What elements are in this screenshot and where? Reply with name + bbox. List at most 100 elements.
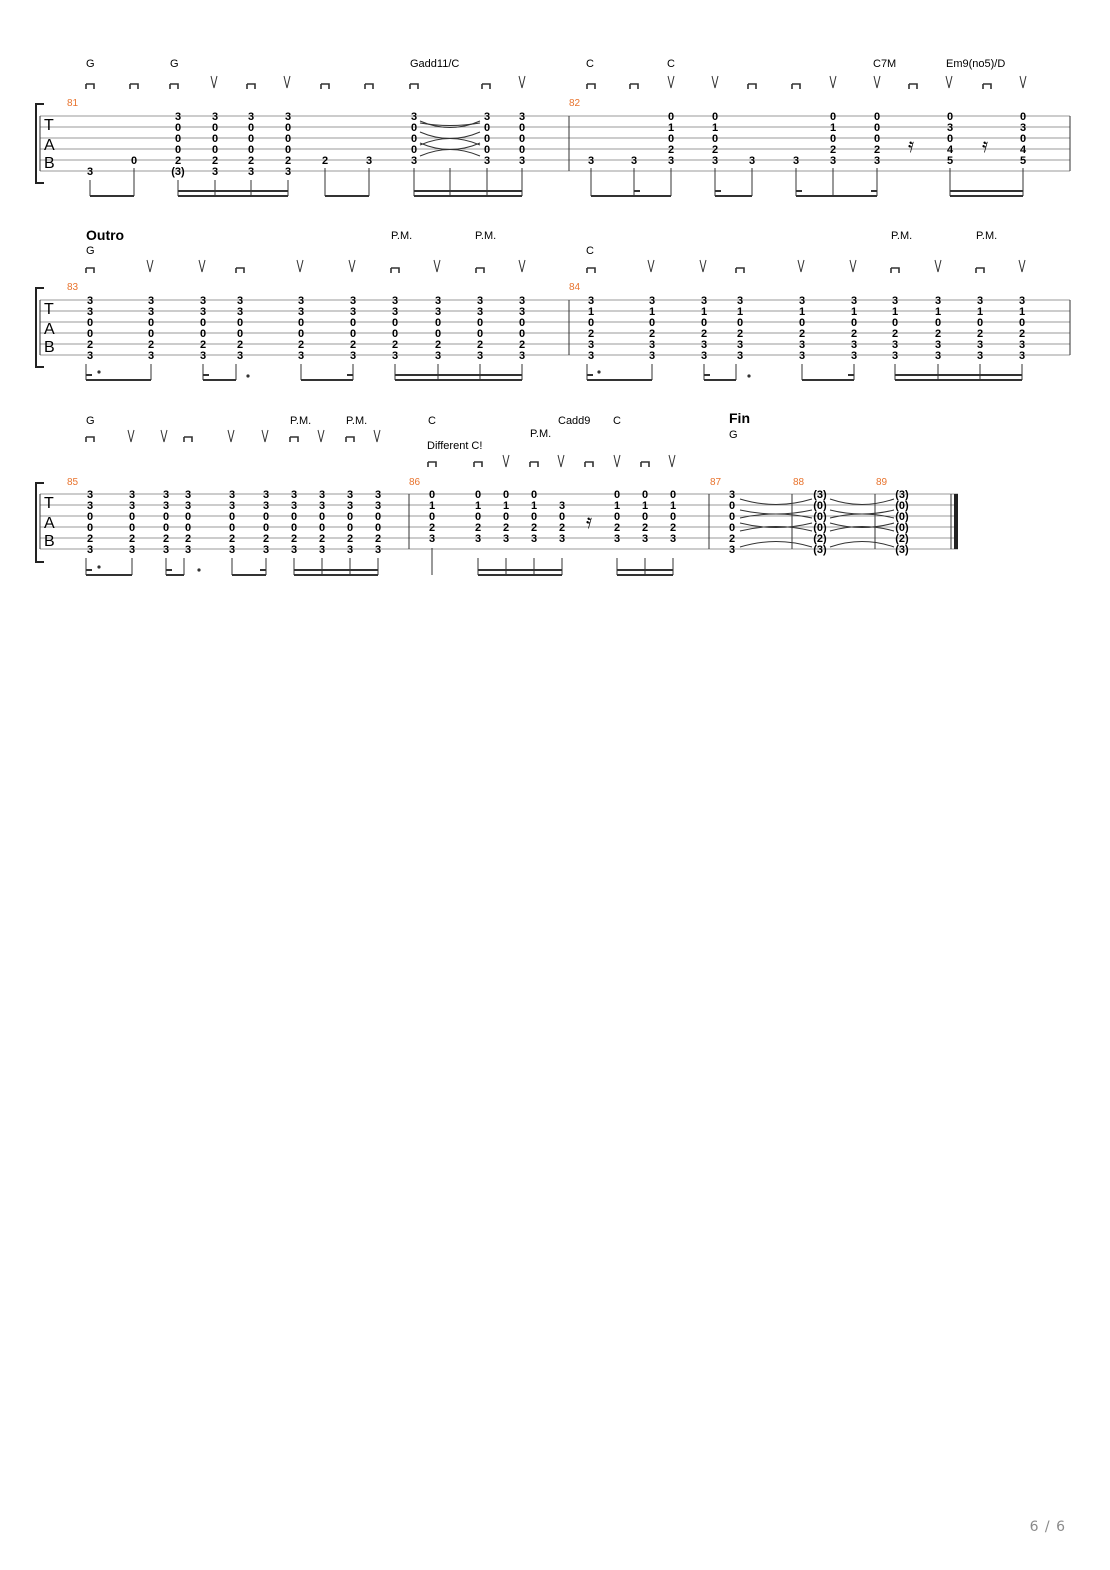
palm-mute-label: P.M. [891, 230, 912, 242]
measure-number: 86 [409, 477, 421, 488]
up-strum-icon [613, 454, 621, 468]
fret-number: 3 [298, 295, 304, 307]
fret-number: 0 [642, 489, 648, 501]
fret-number: 3 [347, 544, 353, 556]
fret-number: 3 [87, 500, 93, 512]
fret-number: 0 [248, 144, 254, 156]
fret-number: 3 [129, 500, 135, 512]
fret-number: 3 [519, 295, 525, 307]
measure-number: 85 [67, 477, 79, 488]
fret-number: 0 [163, 511, 169, 523]
down-strum-icon [409, 83, 419, 89]
fret-number: 3 [229, 544, 235, 556]
fret-number: 1 [977, 306, 983, 318]
down-strum-icon [289, 436, 299, 442]
down-strum-icon [246, 83, 256, 89]
down-strum-icon [390, 267, 400, 273]
palm-mute-label: P.M. [391, 230, 412, 242]
fret-number: 3 [892, 295, 898, 307]
fret-number: 3 [200, 350, 206, 362]
fret-number: 0 [285, 122, 291, 134]
fret-number: 0 [531, 489, 537, 501]
fret-number: 2 [175, 155, 181, 167]
up-strum-icon [518, 75, 526, 89]
up-strum-icon [348, 259, 356, 273]
fret-number: 2 [588, 328, 594, 340]
fret-number: 3 [830, 155, 836, 167]
fret-number: 0 [874, 133, 880, 145]
fret-number: 0 [1020, 133, 1026, 145]
fret-number: 3 [737, 350, 743, 362]
fret-number: 0 [347, 511, 353, 523]
fret-number: 0 [1019, 317, 1025, 329]
fret-number: 3 [519, 350, 525, 362]
rhythm-beams [85, 364, 1023, 381]
up-strum-icon [797, 259, 805, 273]
fret-number: 0 [185, 522, 191, 534]
chord-label: Em9(no5)/D [946, 58, 1005, 70]
down-strum-icon [345, 436, 355, 442]
fret-number: 3 [291, 489, 297, 501]
stroke-row [85, 259, 1026, 273]
fret-number: 3 [350, 295, 356, 307]
up-strum-icon [557, 454, 565, 468]
up-strum-icon [160, 429, 168, 443]
chord-label: G [86, 58, 95, 70]
fret-number: 0 [737, 317, 743, 329]
fret-number: 3 [477, 350, 483, 362]
fret-number: 3 [1020, 122, 1026, 134]
up-strum-icon [849, 259, 857, 273]
up-strum-icon [934, 259, 942, 273]
fret-number: 2 [229, 533, 235, 545]
fret-number: 2 [285, 155, 291, 167]
fret-number: 3 [319, 500, 325, 512]
fret-number: 3 [87, 489, 93, 501]
fret-number: 3 [366, 155, 372, 167]
fret-number: 0 [200, 328, 206, 340]
fret-number: 2 [892, 328, 898, 340]
fret-number: 3 [237, 350, 243, 362]
fret-number: 0 [175, 122, 181, 134]
fret-number: 3 [129, 489, 135, 501]
fret-number: 0 [163, 522, 169, 534]
fret-number: 3 [477, 295, 483, 307]
fret-number: 0 [347, 522, 353, 534]
fret-number: 2 [200, 339, 206, 351]
fret-number: 0 [668, 111, 674, 123]
fret-number: 0 [87, 328, 93, 340]
fret-number: 0 [87, 522, 93, 534]
chord-label: G [86, 245, 95, 257]
fret-number: 3 [642, 533, 648, 545]
fret-number: 1 [712, 122, 718, 134]
fret-number: 3 [263, 544, 269, 556]
fret-number: 0 [701, 317, 707, 329]
fret-number: 0 [212, 133, 218, 145]
fret-number: 0 [291, 511, 297, 523]
fret-number: 0 [475, 511, 481, 523]
fret-number: 1 [701, 306, 707, 318]
palm-mute-label: P.M. [290, 415, 311, 427]
fret-number: 1 [614, 500, 620, 512]
fret-number: 2 [212, 155, 218, 167]
fret-number: 0 [285, 144, 291, 156]
stroke-row [85, 429, 676, 468]
fret-number: 2 [531, 522, 537, 534]
fret-number: 3 [87, 295, 93, 307]
fret-number: 0 [237, 328, 243, 340]
fret-number: 0 [237, 317, 243, 329]
up-strum-icon [1019, 75, 1027, 89]
fret-number: 2 [642, 522, 648, 534]
fret-number: 0 [729, 511, 735, 523]
fret-number: 3 [935, 339, 941, 351]
fret-number: 3 [1019, 295, 1025, 307]
fret-number: 1 [670, 500, 676, 512]
chord-label: Cadd9 [558, 415, 590, 427]
down-strum-icon [473, 461, 483, 467]
up-strum-icon [1018, 259, 1026, 273]
fret-number: 0 [947, 133, 953, 145]
fret-number: 3 [435, 306, 441, 318]
down-strum-icon [427, 461, 437, 467]
fret-number: (2) [813, 533, 827, 545]
